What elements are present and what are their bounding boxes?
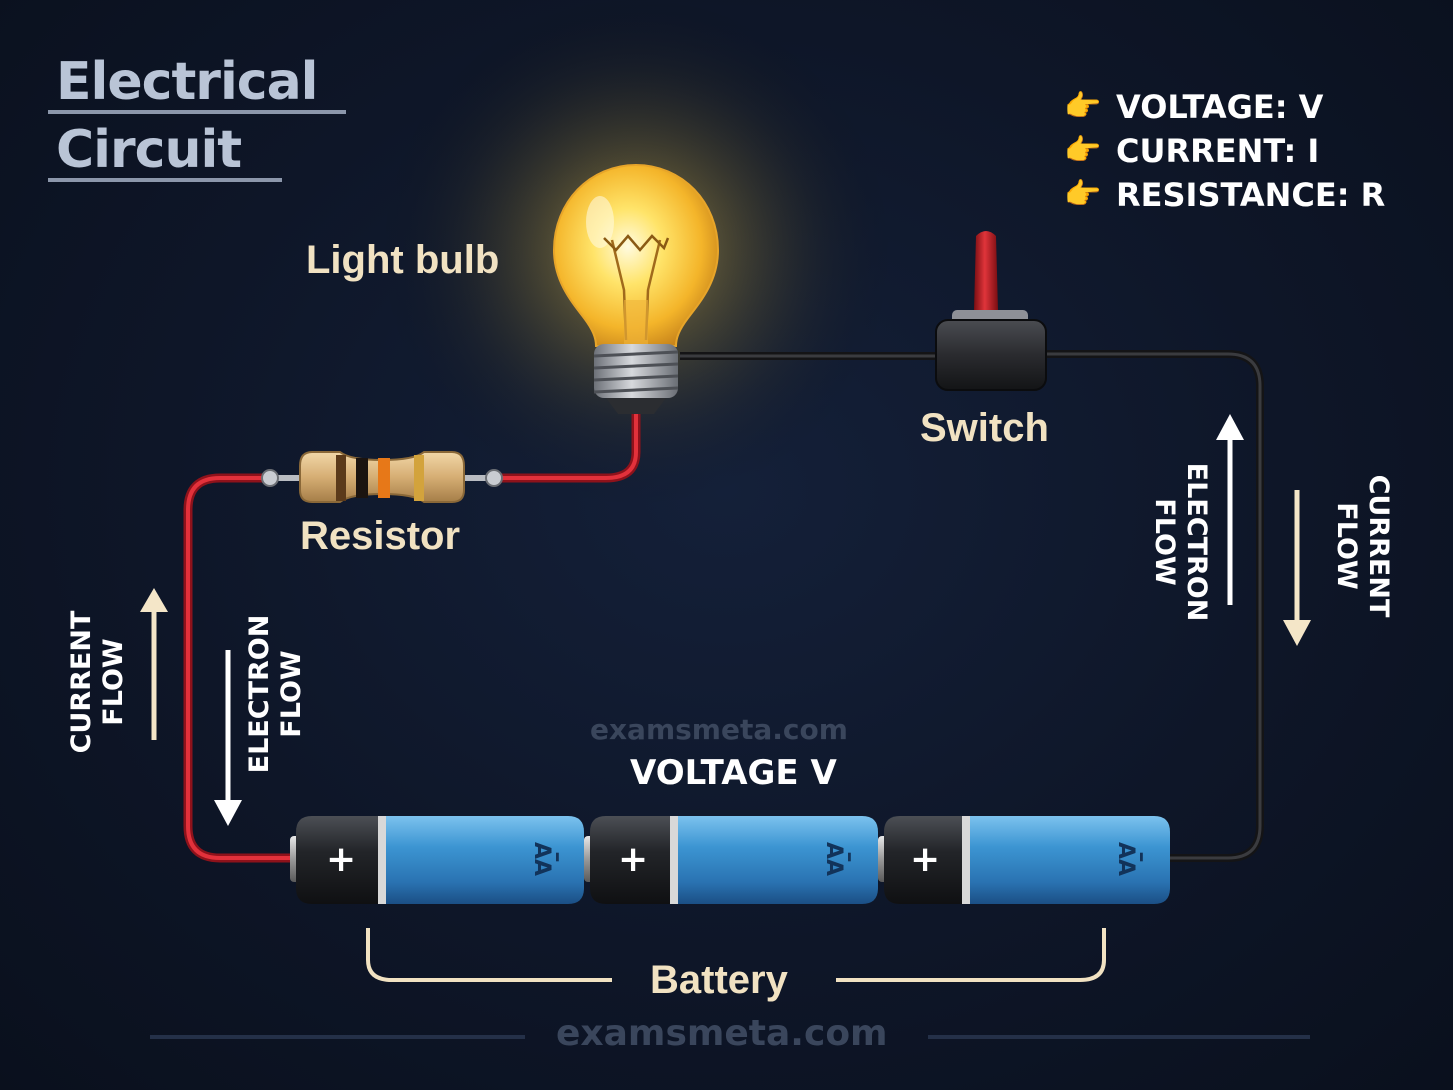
pointing-hand-icon: 👉 <box>1064 89 1102 124</box>
battery-2-plus: + <box>618 839 649 880</box>
watermark-lower: examsmeta.com <box>556 1013 888 1054</box>
toggle-switch <box>935 231 1047 391</box>
title-line-2: Circuit <box>56 120 242 180</box>
battery-cell-2 <box>584 816 878 904</box>
legend-current: 👉 CURRENT: I <box>1062 135 1319 167</box>
right-electron-flow-label: ELECTRON FLOW <box>1149 462 1212 622</box>
battery-1-minus: – <box>545 851 571 863</box>
battery-1-plus: + <box>326 839 357 880</box>
legend-resistance-text: RESISTANCE: R <box>1116 176 1386 214</box>
resistor-label: Resistor <box>300 514 461 558</box>
battery-bracket-left <box>366 928 612 982</box>
right-electron-arrow <box>1216 414 1244 605</box>
light-bulb <box>552 163 720 414</box>
title-line-1: Electrical <box>56 52 319 112</box>
resistor <box>261 451 503 503</box>
battery-2-minus: – <box>837 851 863 863</box>
legend-resistance: 👉 RESISTANCE: R <box>1062 179 1385 211</box>
left-current-arrow <box>140 588 168 740</box>
watermark-upper: examsmeta.com <box>590 713 848 746</box>
left-current-flow-label: CURRENT FLOW <box>66 610 129 754</box>
battery-3-minus: – <box>1129 851 1155 863</box>
pointing-hand-icon: 👉 <box>1064 177 1102 212</box>
title-underline-2 <box>48 178 282 182</box>
legend-voltage: 👉 VOLTAGE: V <box>1062 91 1323 123</box>
battery-label: Battery <box>650 958 788 1002</box>
left-electron-arrow <box>214 650 242 826</box>
switch-label: Switch <box>920 406 1049 450</box>
battery-bracket-right <box>836 928 1106 982</box>
pointing-hand-icon: 👉 <box>1064 133 1102 168</box>
right-current-arrow <box>1283 490 1311 646</box>
legend-current-text: CURRENT: I <box>1116 132 1320 170</box>
battery-cell-1 <box>290 816 584 904</box>
left-electron-flow-label: ELECTRON FLOW <box>244 614 307 774</box>
light-bulb-label: Light bulb <box>306 238 500 282</box>
battery-cell-3 <box>878 816 1170 904</box>
battery-3-plus: + <box>910 839 941 880</box>
voltage-label: VOLTAGE V <box>630 753 837 793</box>
legend-voltage-text: VOLTAGE: V <box>1116 88 1324 126</box>
right-current-flow-label: CURRENT FLOW <box>1331 474 1394 618</box>
title-underline-1 <box>48 110 346 114</box>
